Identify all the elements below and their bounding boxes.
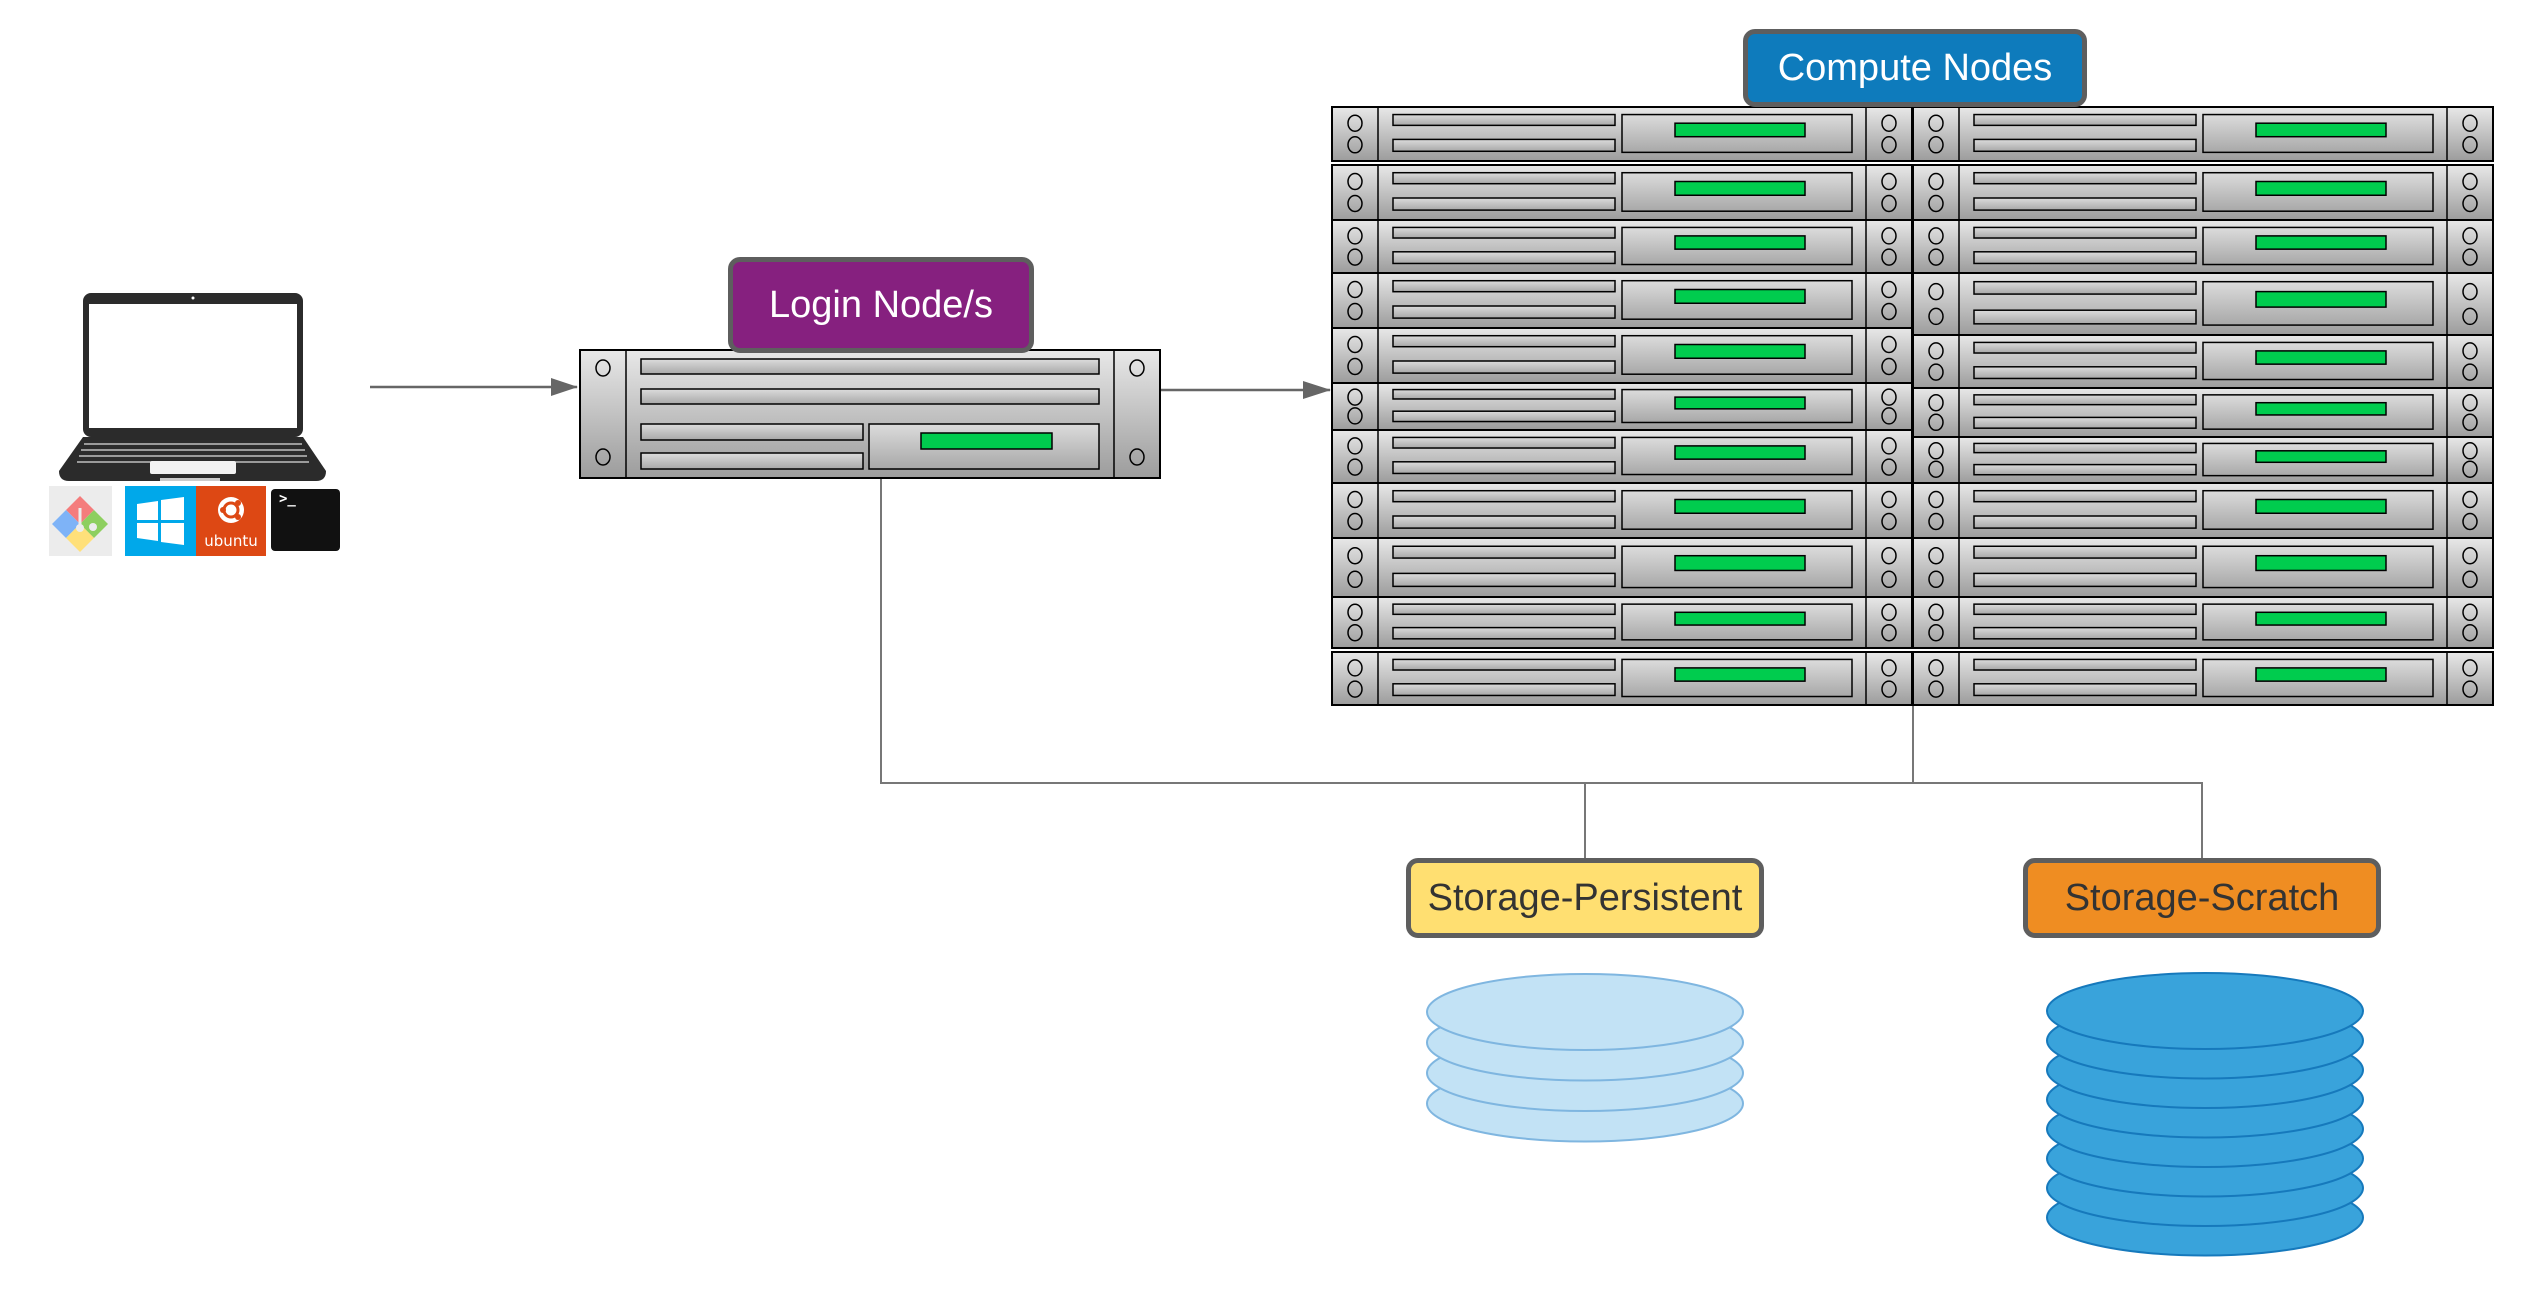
status-led <box>2255 350 2387 365</box>
status-led <box>1674 554 1806 572</box>
status-led <box>2255 450 2387 464</box>
terminal-icon: >_ <box>271 489 340 551</box>
status-led <box>1674 288 1806 304</box>
terminal-prompt: >_ <box>279 491 296 507</box>
laptop-icon <box>59 293 326 481</box>
compute-server <box>1331 482 1913 539</box>
compute-server <box>1912 334 2494 389</box>
status-led <box>1674 180 1806 196</box>
arrowhead-login <box>551 378 578 396</box>
status-led <box>2255 180 2387 196</box>
windows-icon <box>125 486 196 556</box>
compute-server <box>1331 219 1913 274</box>
arrowhead-compute <box>1303 381 1331 399</box>
compute-server <box>1331 651 1913 706</box>
compute-server <box>1912 164 2494 221</box>
compute-server <box>1331 327 1913 384</box>
git-icon <box>49 486 112 556</box>
compute-server <box>1912 106 2494 162</box>
status-led <box>1674 343 1806 359</box>
status-led <box>2255 290 2387 308</box>
compute-server <box>1912 596 2494 649</box>
status-led <box>1674 498 1806 514</box>
status-led <box>2255 667 2387 682</box>
scratch-disk-stack <box>2046 972 2364 1257</box>
line-login-to-storage <box>880 478 2203 858</box>
ubuntu-label: ubuntu <box>204 532 257 550</box>
compute-server <box>1331 272 1913 329</box>
compute-server <box>1331 596 1913 649</box>
status-led <box>2255 611 2387 626</box>
compute-server <box>1912 272 2494 336</box>
status-led <box>1674 396 1806 410</box>
status-led <box>1674 235 1806 250</box>
ubuntu-icon: ubuntu <box>196 486 266 556</box>
disk-platter <box>2046 972 2364 1050</box>
compute-server <box>1912 436 2494 484</box>
status-led <box>2255 554 2387 572</box>
compute-server <box>1331 537 1913 598</box>
compute-server <box>1331 429 1913 484</box>
connectors <box>370 378 2203 858</box>
disk-platter <box>1426 973 1744 1051</box>
compute-server <box>1331 106 1913 162</box>
compute-server <box>1331 164 1913 221</box>
compute-server <box>1331 382 1913 431</box>
status-led <box>2255 401 2387 416</box>
compute-server <box>1912 537 2494 598</box>
compute-server <box>1912 387 2494 438</box>
login-node-label: Login Node/s <box>728 257 1034 353</box>
status-led <box>2255 498 2387 514</box>
compute-server <box>1912 219 2494 274</box>
status-led <box>2255 122 2387 138</box>
login-server <box>579 349 1161 479</box>
status-led <box>1674 611 1806 626</box>
compute-rack <box>1331 106 2494 706</box>
status-led <box>920 432 1053 450</box>
status-led <box>2255 235 2387 250</box>
storage-scratch-label: Storage-Scratch <box>2023 858 2381 938</box>
status-led <box>1674 445 1806 460</box>
status-led <box>1674 667 1806 682</box>
persistent-disk-stack <box>1426 973 1744 1143</box>
storage-persistent-label: Storage-Persistent <box>1406 858 1764 938</box>
compute-server <box>1912 651 2494 706</box>
status-led <box>1674 122 1806 138</box>
compute-server <box>1912 482 2494 539</box>
compute-nodes-label: Compute Nodes <box>1743 29 2087 107</box>
